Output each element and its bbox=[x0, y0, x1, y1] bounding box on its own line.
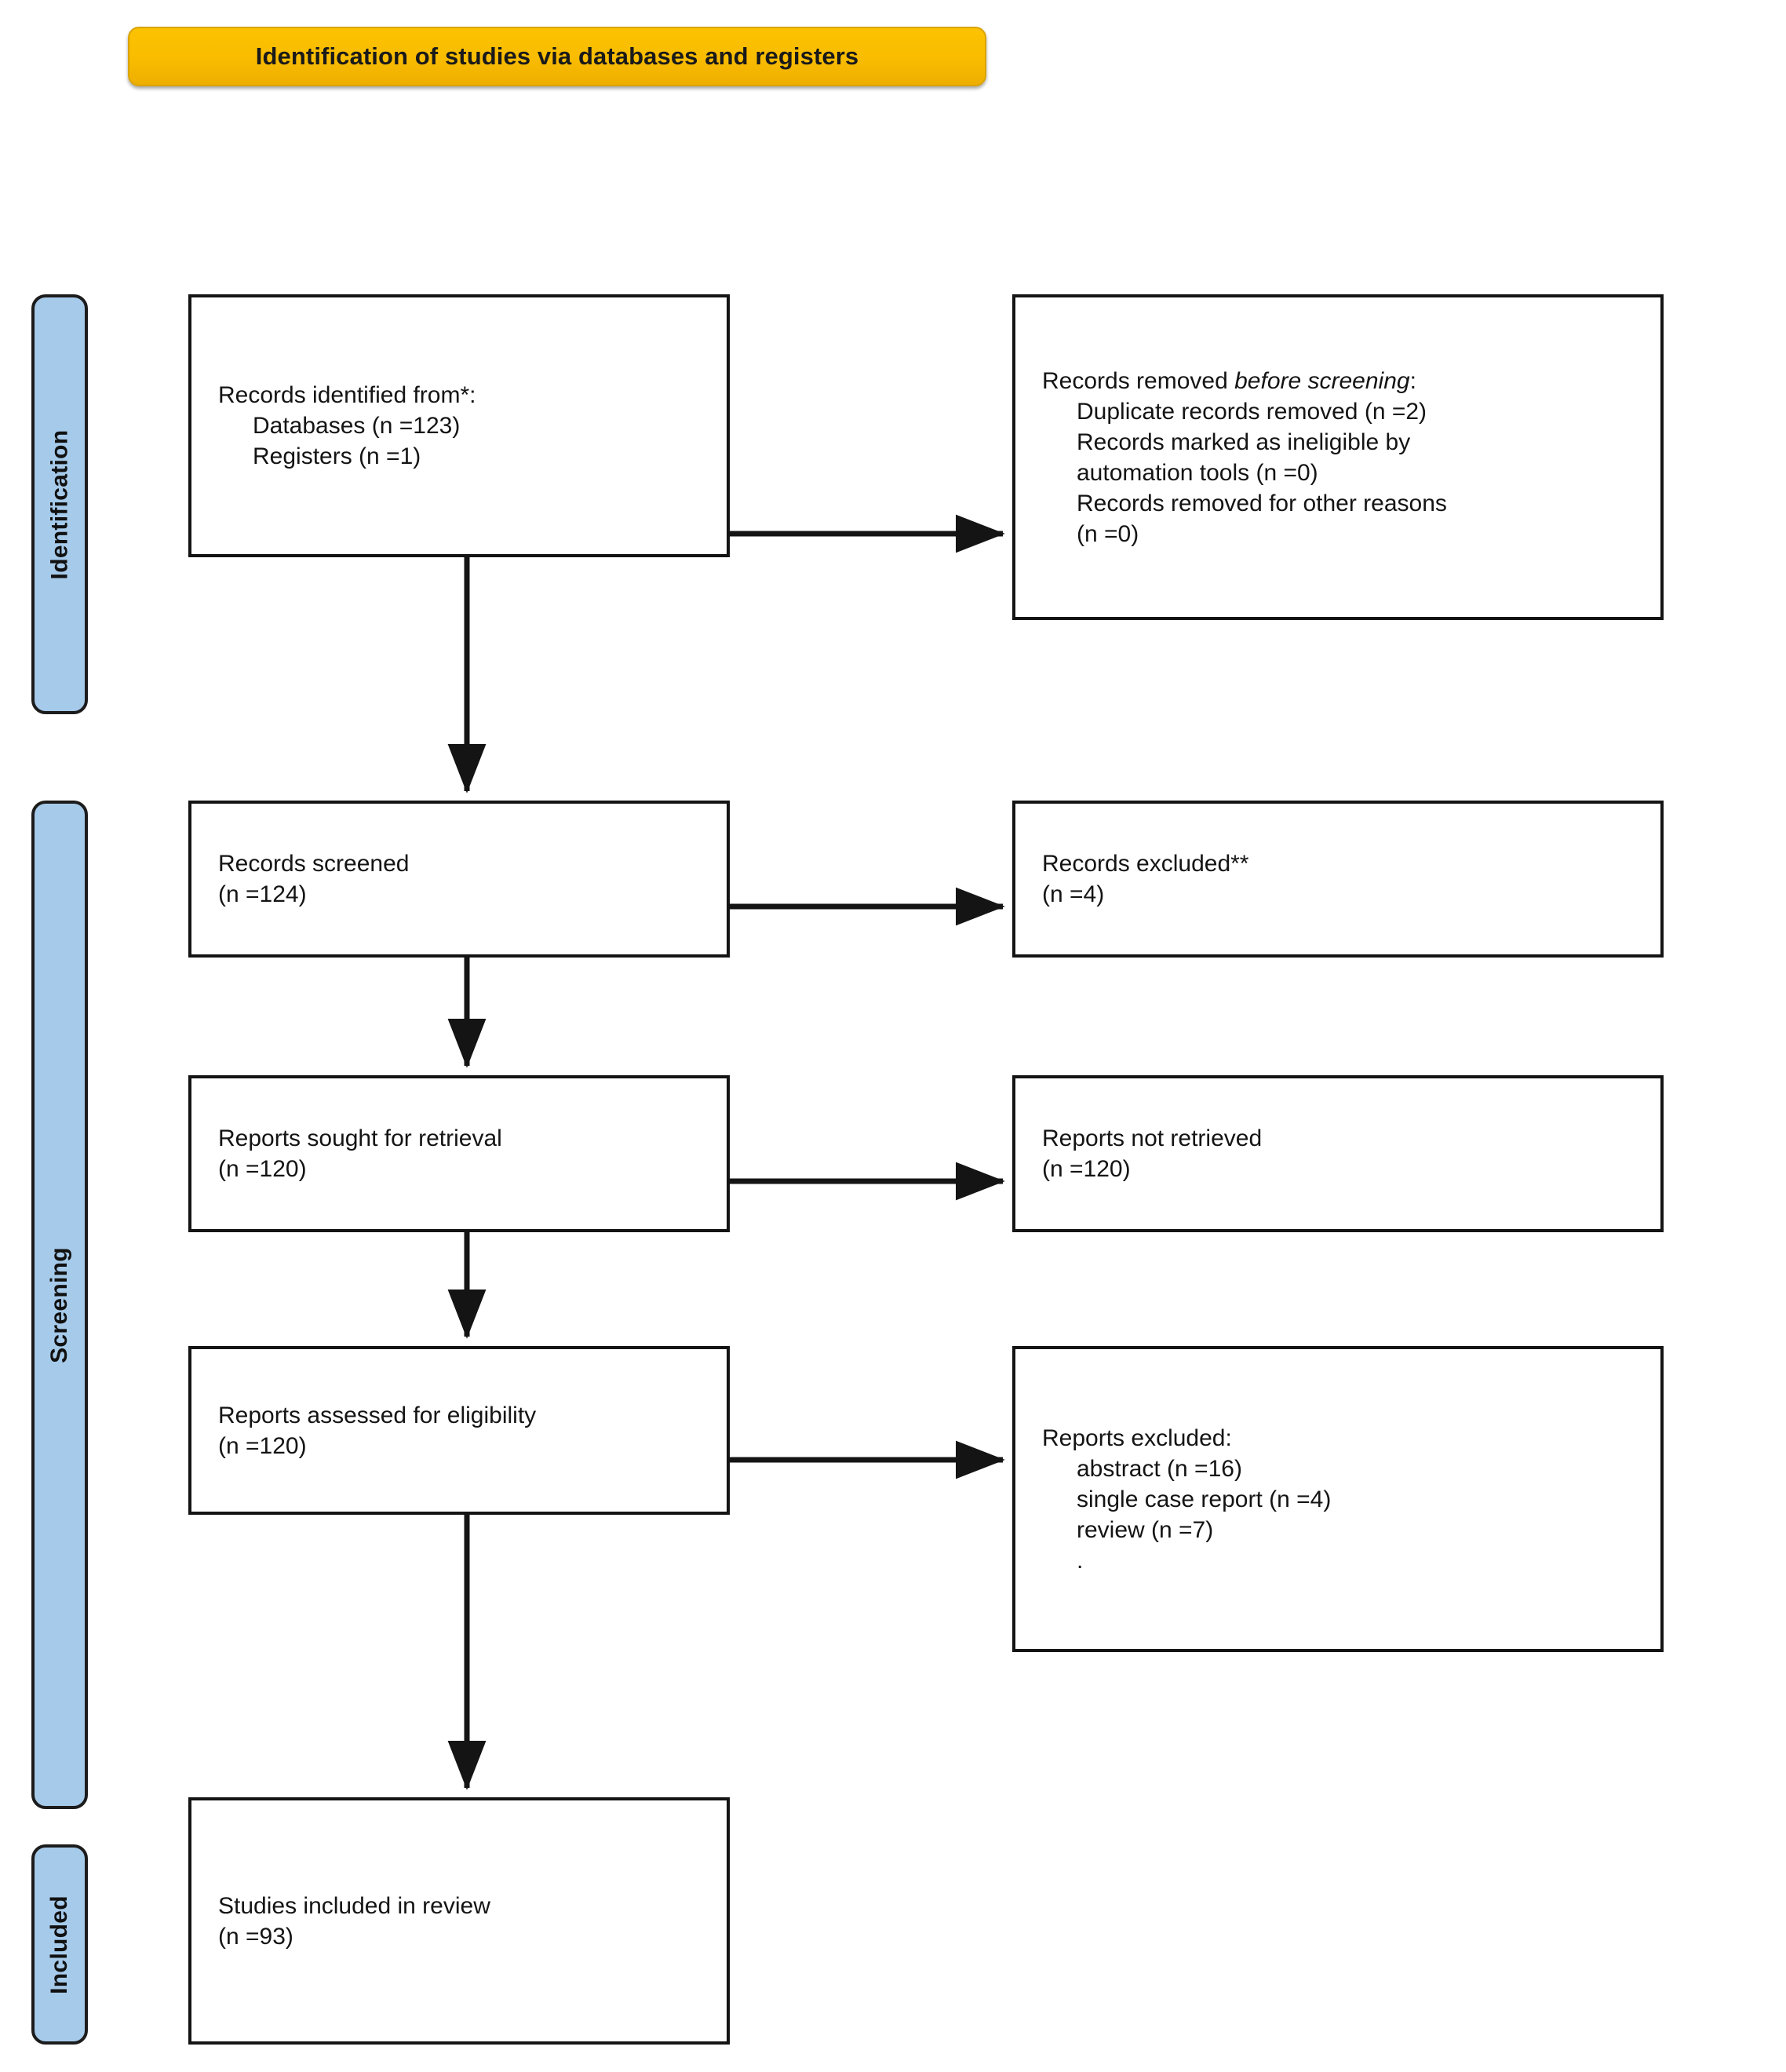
flow-box-line: (n =120) bbox=[218, 1156, 307, 1182]
flow-box-line-text: Records removed bbox=[1042, 367, 1235, 394]
flow-box-line: Reports excluded: bbox=[1042, 1424, 1232, 1451]
flow-box-records-excluded: Records excluded** (n =4) bbox=[1012, 801, 1664, 958]
flow-box-reports-not-retrieved: Reports not retrieved (n =120) bbox=[1012, 1075, 1664, 1232]
flow-box-line: Reports sought for retrieval bbox=[218, 1125, 502, 1151]
flow-box-line: Reports assessed for eligibility bbox=[218, 1402, 537, 1428]
flow-box-line: . bbox=[1077, 1547, 1084, 1574]
flow-box-line: Studies included in review bbox=[218, 1892, 490, 1919]
flow-box-records-identified: Records identified from*: Databases (n =… bbox=[188, 294, 730, 557]
flow-box-line: (n =124) bbox=[218, 881, 307, 907]
flow-box-line: Records removed before screening: bbox=[1015, 366, 1660, 396]
flow-box-reports-sought-for-retrieval: Reports sought for retrieval (n =120) bbox=[188, 1075, 730, 1232]
flow-box-reports-assessed-for-eligibility: Reports assessed for eligibility (n =120… bbox=[188, 1346, 730, 1515]
flow-box-line: single case report (n =4) bbox=[1077, 1486, 1332, 1512]
flow-box-records-screened: Records screened (n =124) bbox=[188, 801, 730, 958]
flow-box-line: Duplicate records removed (n =2) bbox=[1077, 398, 1427, 425]
flow-box-line: Records excluded** bbox=[1042, 851, 1249, 877]
stage-tab-screening: Screening bbox=[31, 801, 88, 1809]
flow-box-line-emphasis: before screening bbox=[1234, 367, 1410, 394]
page-title: Identification of studies via databases … bbox=[255, 42, 859, 70]
flow-box-line-text: : bbox=[1409, 367, 1416, 394]
diagram-header-banner: Identification of studies via databases … bbox=[128, 27, 986, 86]
flow-box-line: Records screened bbox=[218, 851, 410, 877]
flow-box-line: Records removed for other reasons bbox=[1077, 490, 1447, 516]
flow-box-line: review (n =7) bbox=[1077, 1516, 1214, 1543]
stage-tab-identification: Identification bbox=[31, 294, 88, 714]
flow-box-line: automation tools (n =0) bbox=[1077, 459, 1318, 486]
flow-box-studies-included-in-review: Studies included in review (n =93) bbox=[188, 1797, 730, 2045]
flow-box-reports-excluded: Reports excluded: abstract (n =16) singl… bbox=[1012, 1346, 1664, 1652]
flow-box-line: (n =93) bbox=[218, 1923, 293, 1950]
flow-box-line: Databases (n =123) bbox=[253, 413, 461, 439]
flow-box-line: Records marked as ineligible by bbox=[1077, 429, 1411, 455]
flow-box-line: Registers (n =1) bbox=[253, 443, 421, 469]
flow-box-line: (n =4) bbox=[1042, 881, 1105, 907]
flow-box-line: (n =120) bbox=[1042, 1156, 1131, 1182]
stage-tab-included: Included bbox=[31, 1844, 88, 2045]
flow-box-line: abstract (n =16) bbox=[1077, 1455, 1242, 1482]
flow-box-records-removed-before-screening: Records removed before screening: Duplic… bbox=[1012, 294, 1664, 620]
flow-box-line: (n =0) bbox=[1077, 520, 1139, 547]
flow-box-line: Records identified from*: bbox=[218, 382, 476, 408]
flow-box-line: Reports not retrieved bbox=[1042, 1125, 1263, 1151]
flow-box-line: (n =120) bbox=[218, 1432, 307, 1459]
